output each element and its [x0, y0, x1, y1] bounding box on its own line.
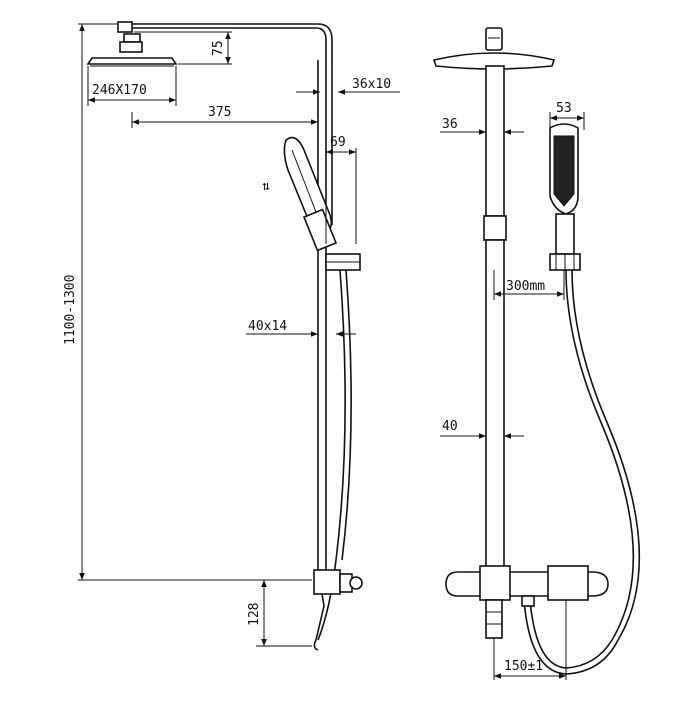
upper-pipe-dimension: 36	[440, 117, 524, 135]
slide-travel-label: 300mm	[506, 279, 545, 294]
outlet-height-label: 128	[247, 603, 262, 626]
upper-pipe-label: 36	[442, 117, 458, 132]
side-view: 75 246X170 375 36x10	[63, 21, 400, 651]
pipe-section-label: 36x10	[352, 77, 391, 92]
front-mixer-valve	[445, 565, 609, 639]
hand-shower-width-label: 53	[556, 101, 572, 116]
head-size-label: 246X170	[92, 83, 147, 98]
lower-pipe-label: 40x14	[248, 319, 287, 334]
holder-offset-dimension: 69	[325, 135, 357, 244]
overhead-shower-head	[86, 21, 333, 67]
adjust-arrow-icon: ⇅	[262, 179, 270, 194]
slide-travel-dimension: 300mm	[493, 270, 565, 300]
lower-pipe-width-dimension: 40	[440, 419, 524, 439]
riser-pipe	[317, 60, 333, 572]
hand-shower	[283, 136, 361, 271]
lower-pipe-dimension: 40x14	[246, 319, 356, 337]
head-drop-dimension: 75	[134, 31, 232, 65]
inlet-centers-dimension: 150±1	[493, 600, 567, 680]
arm-reach-label: 375	[208, 105, 231, 120]
hand-shower-width-dimension: 53	[549, 101, 585, 130]
front-riser-pipe	[483, 65, 507, 571]
front-view: 36 40 53 300mm	[432, 27, 641, 680]
side-hose	[317, 269, 346, 641]
head-drop-label: 75	[211, 40, 226, 56]
side-mixer-valve	[313, 569, 363, 651]
arm-reach-dimension: 375	[131, 105, 318, 128]
inlet-centers-label: 150±1	[504, 659, 543, 674]
lower-pipe-width-label: 40	[442, 419, 458, 434]
front-hose	[529, 269, 635, 669]
head-size-dimension: 246X170	[87, 66, 177, 106]
total-height-dimension: 1100-1300	[63, 23, 312, 581]
front-hand-shower	[549, 123, 581, 271]
holder-offset-label: 69	[330, 135, 346, 150]
front-overhead-head	[432, 27, 556, 70]
outlet-height-dimension: 128	[247, 580, 312, 647]
pipe-section-dimension: 36x10	[296, 77, 400, 95]
total-height-label: 1100-1300	[63, 275, 78, 345]
